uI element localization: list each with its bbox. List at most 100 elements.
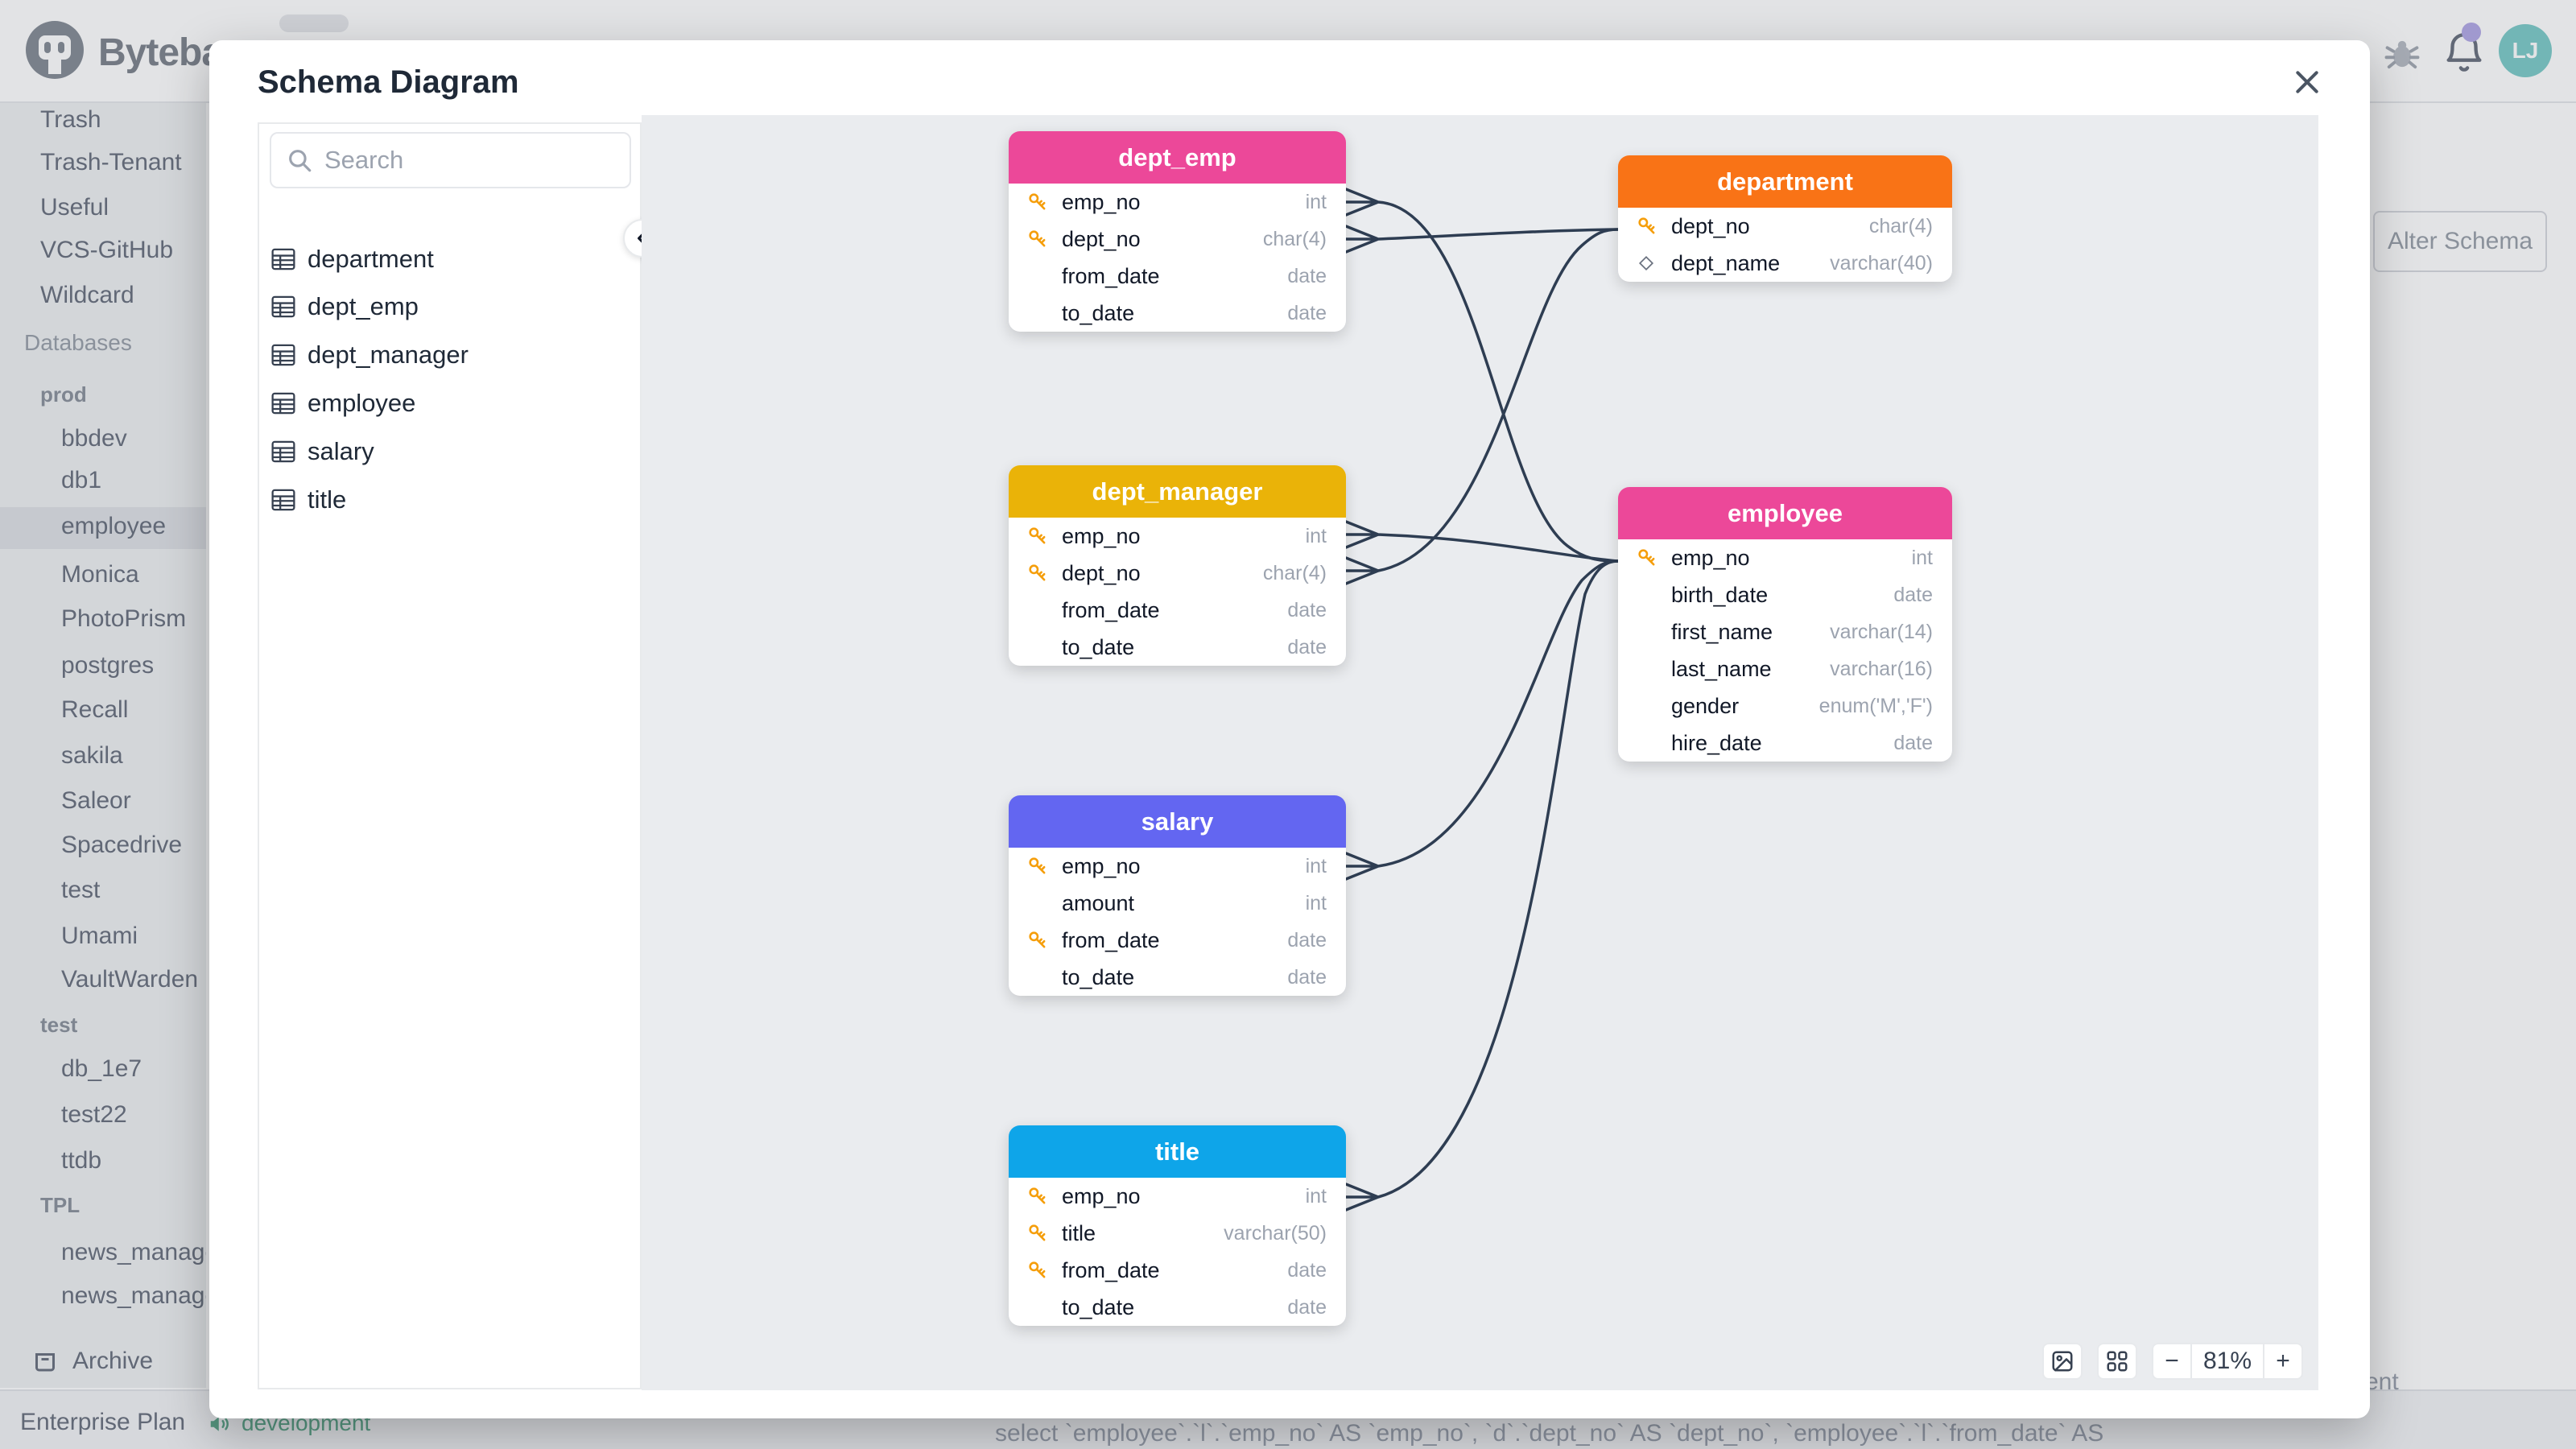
sidebar-db-postgres[interactable]: postgres [61,652,155,679]
table-header: dept_manager [1009,465,1346,518]
primary-key-icon [1026,524,1054,548]
table-icon [271,392,295,415]
sidebar-db-umami[interactable]: Umami [61,923,138,949]
sidebar-item-useful[interactable]: Useful [40,194,109,221]
table-list-item-dept-manager[interactable]: dept_manager [270,331,625,379]
index-diamond-icon [1636,251,1663,275]
sidebar-db-spacedrive[interactable]: Spacedrive [61,832,183,858]
sidebar-item-vcs-github[interactable]: VCS-GitHub [40,237,174,263]
schema-diagram-modal: Schema Diagram Search department dept_em… [209,40,2370,1418]
primary-key-icon [1636,546,1663,570]
table-list-item-dept-emp[interactable]: dept_emp [270,283,625,331]
zoom-level: 81% [2202,1348,2252,1374]
sidebar-db-monica[interactable]: Monica [61,561,139,588]
auto-layout-button[interactable] [2097,1343,2137,1380]
sidebar-db-bbdev[interactable]: bbdev [61,425,127,452]
table-icon [271,295,295,318]
topbar-pill [279,14,349,32]
debug-icon[interactable] [2381,34,2423,80]
notification-dot [2462,23,2481,42]
table-header: employee [1618,487,1952,539]
primary-key-icon [1026,1221,1054,1245]
table-list-panel: Search department dept_emp dept_manager … [258,122,642,1389]
primary-key-icon [1026,561,1054,585]
sidebar-group-prod[interactable]: prod [40,382,87,407]
sidebar-db-test[interactable]: test [61,877,101,903]
primary-key-icon [1026,190,1054,214]
sidebar-db-sakila[interactable]: sakila [61,742,123,769]
clipped-text-fragment: ent [2365,1368,2399,1395]
sidebar-db-ttdb[interactable]: ttdb [61,1147,102,1174]
zoom-in-button[interactable]: + [2263,1344,2301,1378]
sidebar-db-photoprism[interactable]: PhotoPrism [61,605,187,632]
relationship-connectors [1344,188,1620,1212]
table-header: department [1618,155,1952,208]
image-icon [2052,1351,2073,1372]
sidebar-group-tpl[interactable]: TPL [40,1193,80,1217]
table-list-item-salary[interactable]: salary [270,427,625,476]
zoom-control: − 81% + [2152,1343,2303,1380]
table-list-item-title[interactable]: title [270,476,625,524]
primary-key-icon [1026,1184,1054,1208]
zoom-out-button[interactable]: − [2153,1344,2192,1378]
sidebar: Trash Trash-Tenant Useful VCS-GitHub Wil… [0,103,206,1388]
sidebar-db-saleor[interactable]: Saleor [61,787,131,814]
sidebar-db-news-manage-2[interactable]: news_manage [61,1282,206,1309]
primary-key-icon [1026,1258,1054,1282]
sidebar-db-news-manage-1[interactable]: news_manage [61,1239,206,1265]
table-list-item-department[interactable]: department [270,235,625,283]
table-header: title [1009,1125,1346,1178]
alter-schema-button[interactable]: Alter Schema [2373,211,2547,272]
export-image-button[interactable] [2042,1343,2083,1380]
table-icon [271,489,295,511]
sidebar-group-test[interactable]: test [40,1013,78,1037]
sidebar-selected-highlight [0,507,206,549]
table-list-item-employee[interactable]: employee [270,379,625,427]
sidebar-item-trash[interactable]: Trash [40,106,101,133]
sidebar-item-archive[interactable]: Archive [72,1348,154,1374]
sidebar-db-vaultwarden[interactable]: VaultWarden [61,966,199,993]
sidebar-db-test22[interactable]: test22 [61,1101,127,1128]
primary-key-icon [1026,854,1054,878]
sidebar-db-recall[interactable]: Recall [61,696,129,723]
sidebar-item-trash-tenant[interactable]: Trash-Tenant [40,149,182,175]
sidebar-item-wildcard[interactable]: Wildcard [40,282,134,308]
table-header: dept_emp [1009,131,1346,184]
sql-statement-text: select `employee`.`l`.`emp_no` AS `emp_n… [995,1420,2104,1447]
sidebar-section-databases: Databases [24,330,132,355]
modal-title: Schema Diagram [258,64,519,100]
primary-key-icon [1026,928,1054,952]
sidebar-db-employee[interactable]: employee [61,513,167,539]
close-icon[interactable] [2285,60,2330,105]
avatar[interactable]: LJ [2499,24,2552,77]
search-input[interactable]: Search [270,132,631,188]
sidebar-db-db1[interactable]: db1 [61,467,102,493]
plan-label: Enterprise Plan [20,1409,186,1435]
sidebar-db-db-1e7[interactable]: db_1e7 [61,1055,142,1082]
